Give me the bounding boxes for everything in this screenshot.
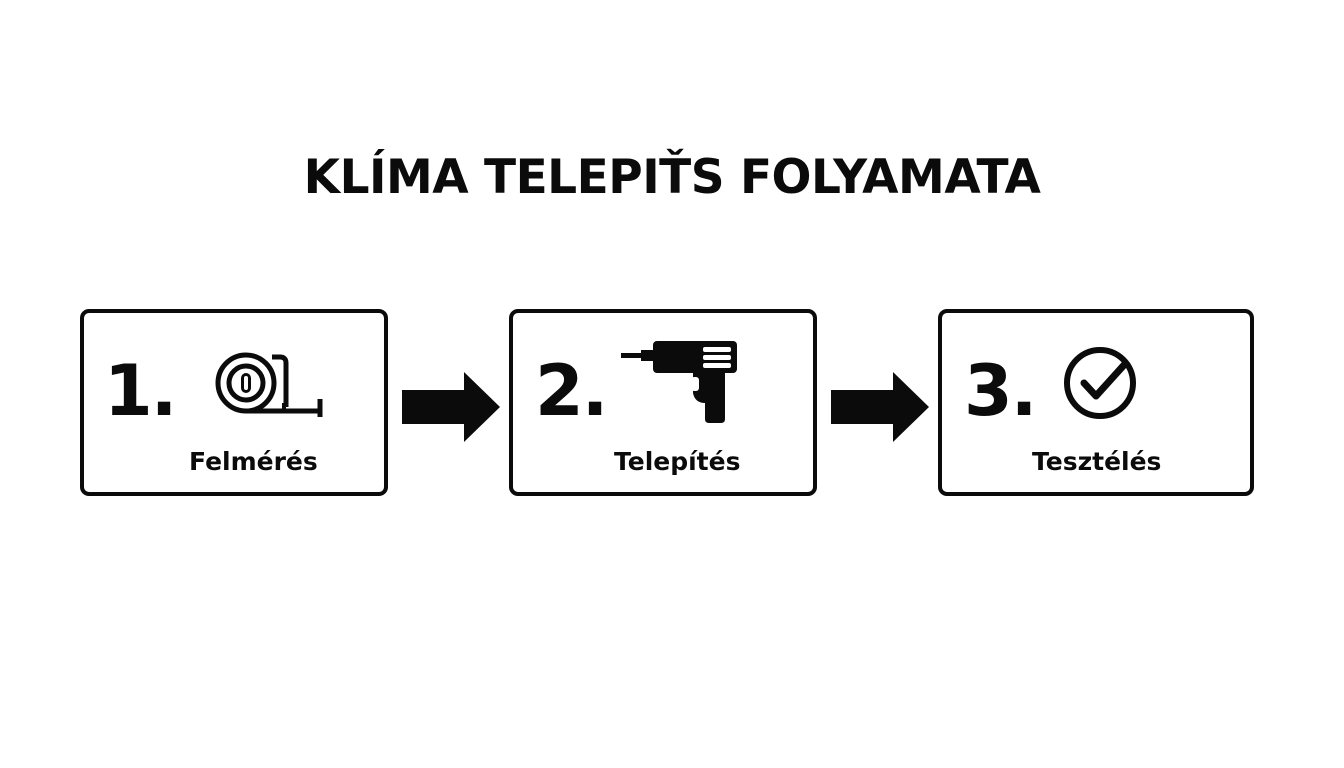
step-box-telepites: 2. Telepítés xyxy=(509,309,817,496)
check-circle-icon xyxy=(1064,347,1136,419)
step-label: Telepítés xyxy=(614,447,741,476)
step-label: Tesztélés xyxy=(1032,447,1162,476)
step-box-teszteles: 3. Tesztélés xyxy=(938,309,1254,496)
step-label: Felmérés xyxy=(189,447,318,476)
step-number: 3. xyxy=(964,350,1037,432)
right-arrow-icon xyxy=(831,372,929,442)
step-box-felmeres: 1. Felmérés xyxy=(80,309,388,496)
drill-icon xyxy=(621,341,737,423)
step-number: 2. xyxy=(535,350,608,432)
step-number: 1. xyxy=(104,350,177,432)
right-arrow-icon xyxy=(402,372,500,442)
diagram-title: KLÍMA TELEPIŤS FOLYAMATA xyxy=(303,150,1041,205)
measuring-tape-icon xyxy=(215,352,323,417)
